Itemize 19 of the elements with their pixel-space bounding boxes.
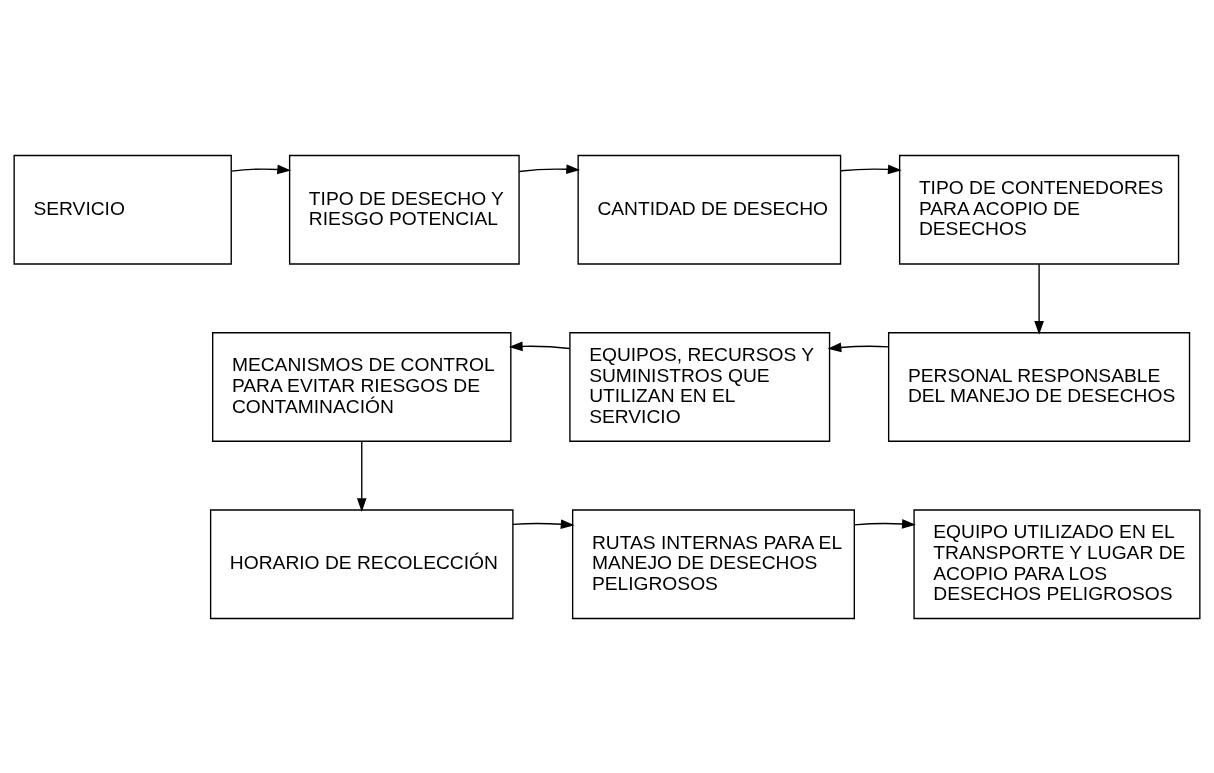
arrow <box>356 440 367 512</box>
node-box: RUTAS INTERNAS PARA EL MANEJO DE DESECHOS PELIGROSOS <box>571 508 855 619</box>
node-box: SERVICIO <box>13 154 232 265</box>
node-box: TIPO DE CONTENEDORES PARA ACOPIO DE DESECHOS <box>898 154 1180 265</box>
arrow <box>840 164 902 174</box>
arrow <box>853 518 916 529</box>
node-box: HORARIO DE RECOLECCIÓN <box>209 508 514 619</box>
node-box: CANTIDAD DE DESECHO <box>577 154 842 265</box>
node-box: PERSONAL RESPONSABLE DEL MANEJO DE DESECHOS <box>887 331 1191 442</box>
node-box: TIPO DE DESECHO Y RIESGO POTENCIAL <box>288 154 520 265</box>
arrow <box>827 342 890 352</box>
arrow <box>508 341 571 351</box>
arrow <box>1034 263 1044 335</box>
node-box: EQUIPOS, RECURSOS Y SUMINISTROS QUE UTILIZAN EN EL SERVICIO <box>569 331 831 442</box>
arrow <box>512 518 575 529</box>
arrow <box>230 164 292 174</box>
node-box: EQUIPO UTILIZADO EN EL TRANSPORTE Y LUGAR DE ACOPIO PARA LOS DESECHOS PELIGROSOS <box>913 508 1201 619</box>
arrow <box>518 163 581 174</box>
node-box: MECANISMOS DE CONTROL PARA EVITAR RIESGOS DE CONTAMINACIÓN <box>212 331 512 442</box>
